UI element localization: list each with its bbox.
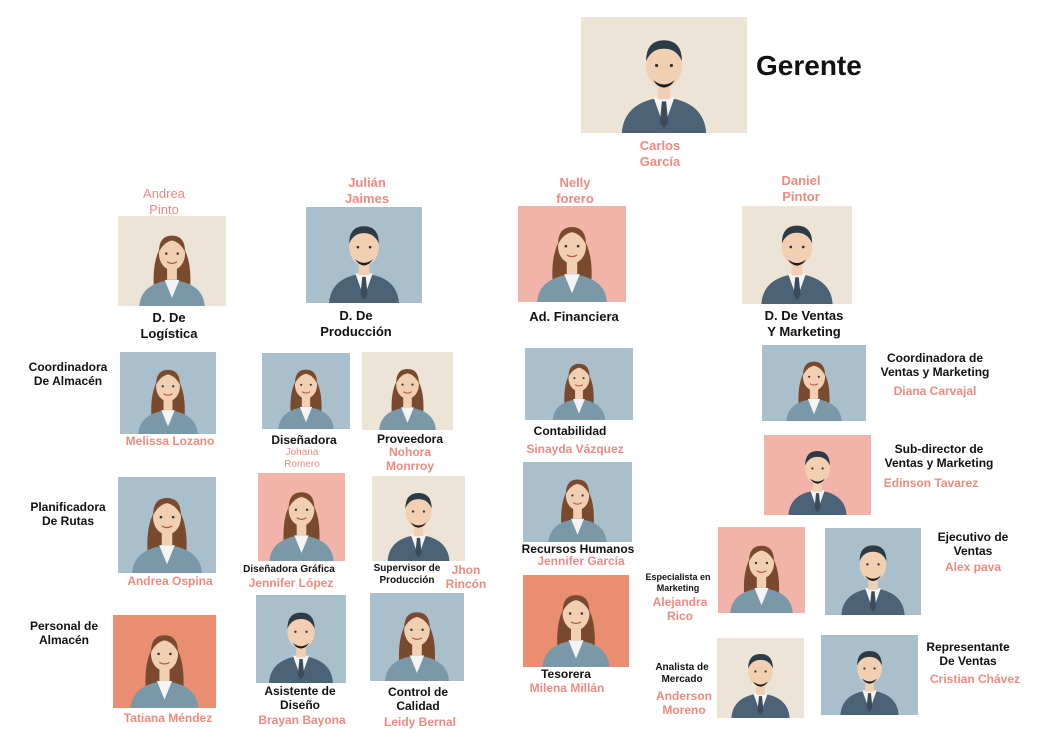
production-graphic-designer-portrait xyxy=(258,473,345,561)
logistics-coordinator-role: Coordinadora De Almacén xyxy=(28,360,108,389)
logistics-planner-name: Andrea Ospina xyxy=(127,574,213,588)
sales-market-analyst-role: Analista de Mercado xyxy=(655,662,709,685)
logistics-coordinator-portrait xyxy=(120,352,216,434)
sales-sub-director-portrait xyxy=(764,435,871,515)
logistics-coordinator-name: Melissa Lozano xyxy=(125,434,215,448)
production-designer-name: Johana Romero xyxy=(284,447,320,470)
logistics-planner-role: Planificadora De Rutas xyxy=(30,500,106,529)
logistics-warehouse-staff-name: Tatiana Méndez xyxy=(123,711,213,725)
finance-accounting-name: Sinayda Vázquez xyxy=(526,442,624,456)
production-supplier-name: Nohora Monrroy xyxy=(386,445,434,474)
director-finance-portrait xyxy=(518,206,626,302)
director-sales-portrait xyxy=(742,206,852,304)
sales-representative-role: Representante De Ventas xyxy=(926,640,1010,669)
manager-title: Gerente xyxy=(756,50,862,81)
director-production-portrait xyxy=(306,207,422,303)
sales-market-analyst-name: Anderson Moreno xyxy=(655,689,712,718)
finance-hr-role: Recursos Humanos xyxy=(521,542,635,556)
finance-hr-portrait xyxy=(523,462,632,542)
sales-coordinator-name: Diana Carvajal xyxy=(893,384,977,398)
finance-treasurer-portrait xyxy=(523,575,629,667)
sales-representative-portrait xyxy=(821,635,918,715)
sales-marketing-specialist-name: Alejandra Rico xyxy=(652,595,708,624)
director-finance-name: Nelly forero xyxy=(556,175,594,206)
manager-name: Carlos García xyxy=(639,138,681,169)
production-design-assistant-name: Brayan Bayona xyxy=(258,713,346,727)
director-production-role: D. De Producción xyxy=(320,308,392,339)
finance-hr-name: Jennifer García xyxy=(537,554,625,568)
sales-executive-name: Alex pava xyxy=(944,560,1002,574)
sales-market-analyst-portrait xyxy=(717,638,804,718)
production-graphic-designer-name: Jennifer López xyxy=(248,576,334,590)
director-logistics-role: D. De Logística xyxy=(140,310,198,341)
sales-marketing-specialist-portrait xyxy=(718,527,805,613)
finance-accounting-portrait xyxy=(525,348,633,420)
manager-portrait xyxy=(581,17,747,133)
logistics-warehouse-staff-portrait xyxy=(113,615,216,708)
logistics-planner-portrait xyxy=(118,477,216,573)
production-supervisor-role: Supervisor de Producción xyxy=(373,563,441,586)
production-quality-control-role: Control de Calidad xyxy=(388,685,448,714)
production-designer-portrait xyxy=(262,353,350,429)
production-quality-control-portrait xyxy=(370,593,464,681)
director-sales-name: Daniel Pintor xyxy=(781,173,821,204)
sales-executive-role: Ejecutivo de Ventas xyxy=(937,530,1009,559)
director-finance-role: Ad. Financiera xyxy=(529,309,619,324)
production-quality-control-name: Leidy Bernal xyxy=(383,715,457,729)
finance-treasurer-name: Milena Millán xyxy=(529,681,605,695)
finance-treasurer-role: Tesorera xyxy=(541,667,591,681)
production-supplier-portrait xyxy=(362,352,453,430)
director-sales-role: D. De Ventas Y Marketing xyxy=(764,308,844,339)
sales-coordinator-role: Coordinadora de Ventas y Marketing xyxy=(880,351,990,380)
production-supervisor-portrait xyxy=(372,476,465,561)
director-production-name: Julián Jaimes xyxy=(344,175,390,206)
production-supervisor-name: Jhon Rincón xyxy=(445,563,487,592)
production-design-assistant-portrait xyxy=(256,595,346,683)
logistics-warehouse-staff-role: Personal de Almacén xyxy=(29,619,99,648)
sales-marketing-specialist-role: Especialista en Marketing xyxy=(645,572,711,593)
production-design-assistant-role: Asistente de Diseño xyxy=(264,684,336,713)
director-logistics-name: Andrea Pinto xyxy=(143,186,185,217)
sales-executive-portrait xyxy=(825,528,921,615)
sales-sub-director-role: Sub-director de Ventas y Marketing xyxy=(884,442,994,471)
finance-accounting-role: Contabilidad xyxy=(533,424,607,438)
sales-representative-name: Cristian Chávez xyxy=(929,672,1021,686)
production-designer-role: Diseñadora xyxy=(271,433,337,447)
production-graphic-designer-role: Diseñadora Gráfica xyxy=(243,564,335,575)
sales-sub-director-name: Edinson Tavarez xyxy=(883,476,979,490)
production-supplier-role: Proveedora xyxy=(376,432,444,446)
sales-coordinator-portrait xyxy=(762,345,866,421)
director-logistics-portrait xyxy=(118,216,226,306)
